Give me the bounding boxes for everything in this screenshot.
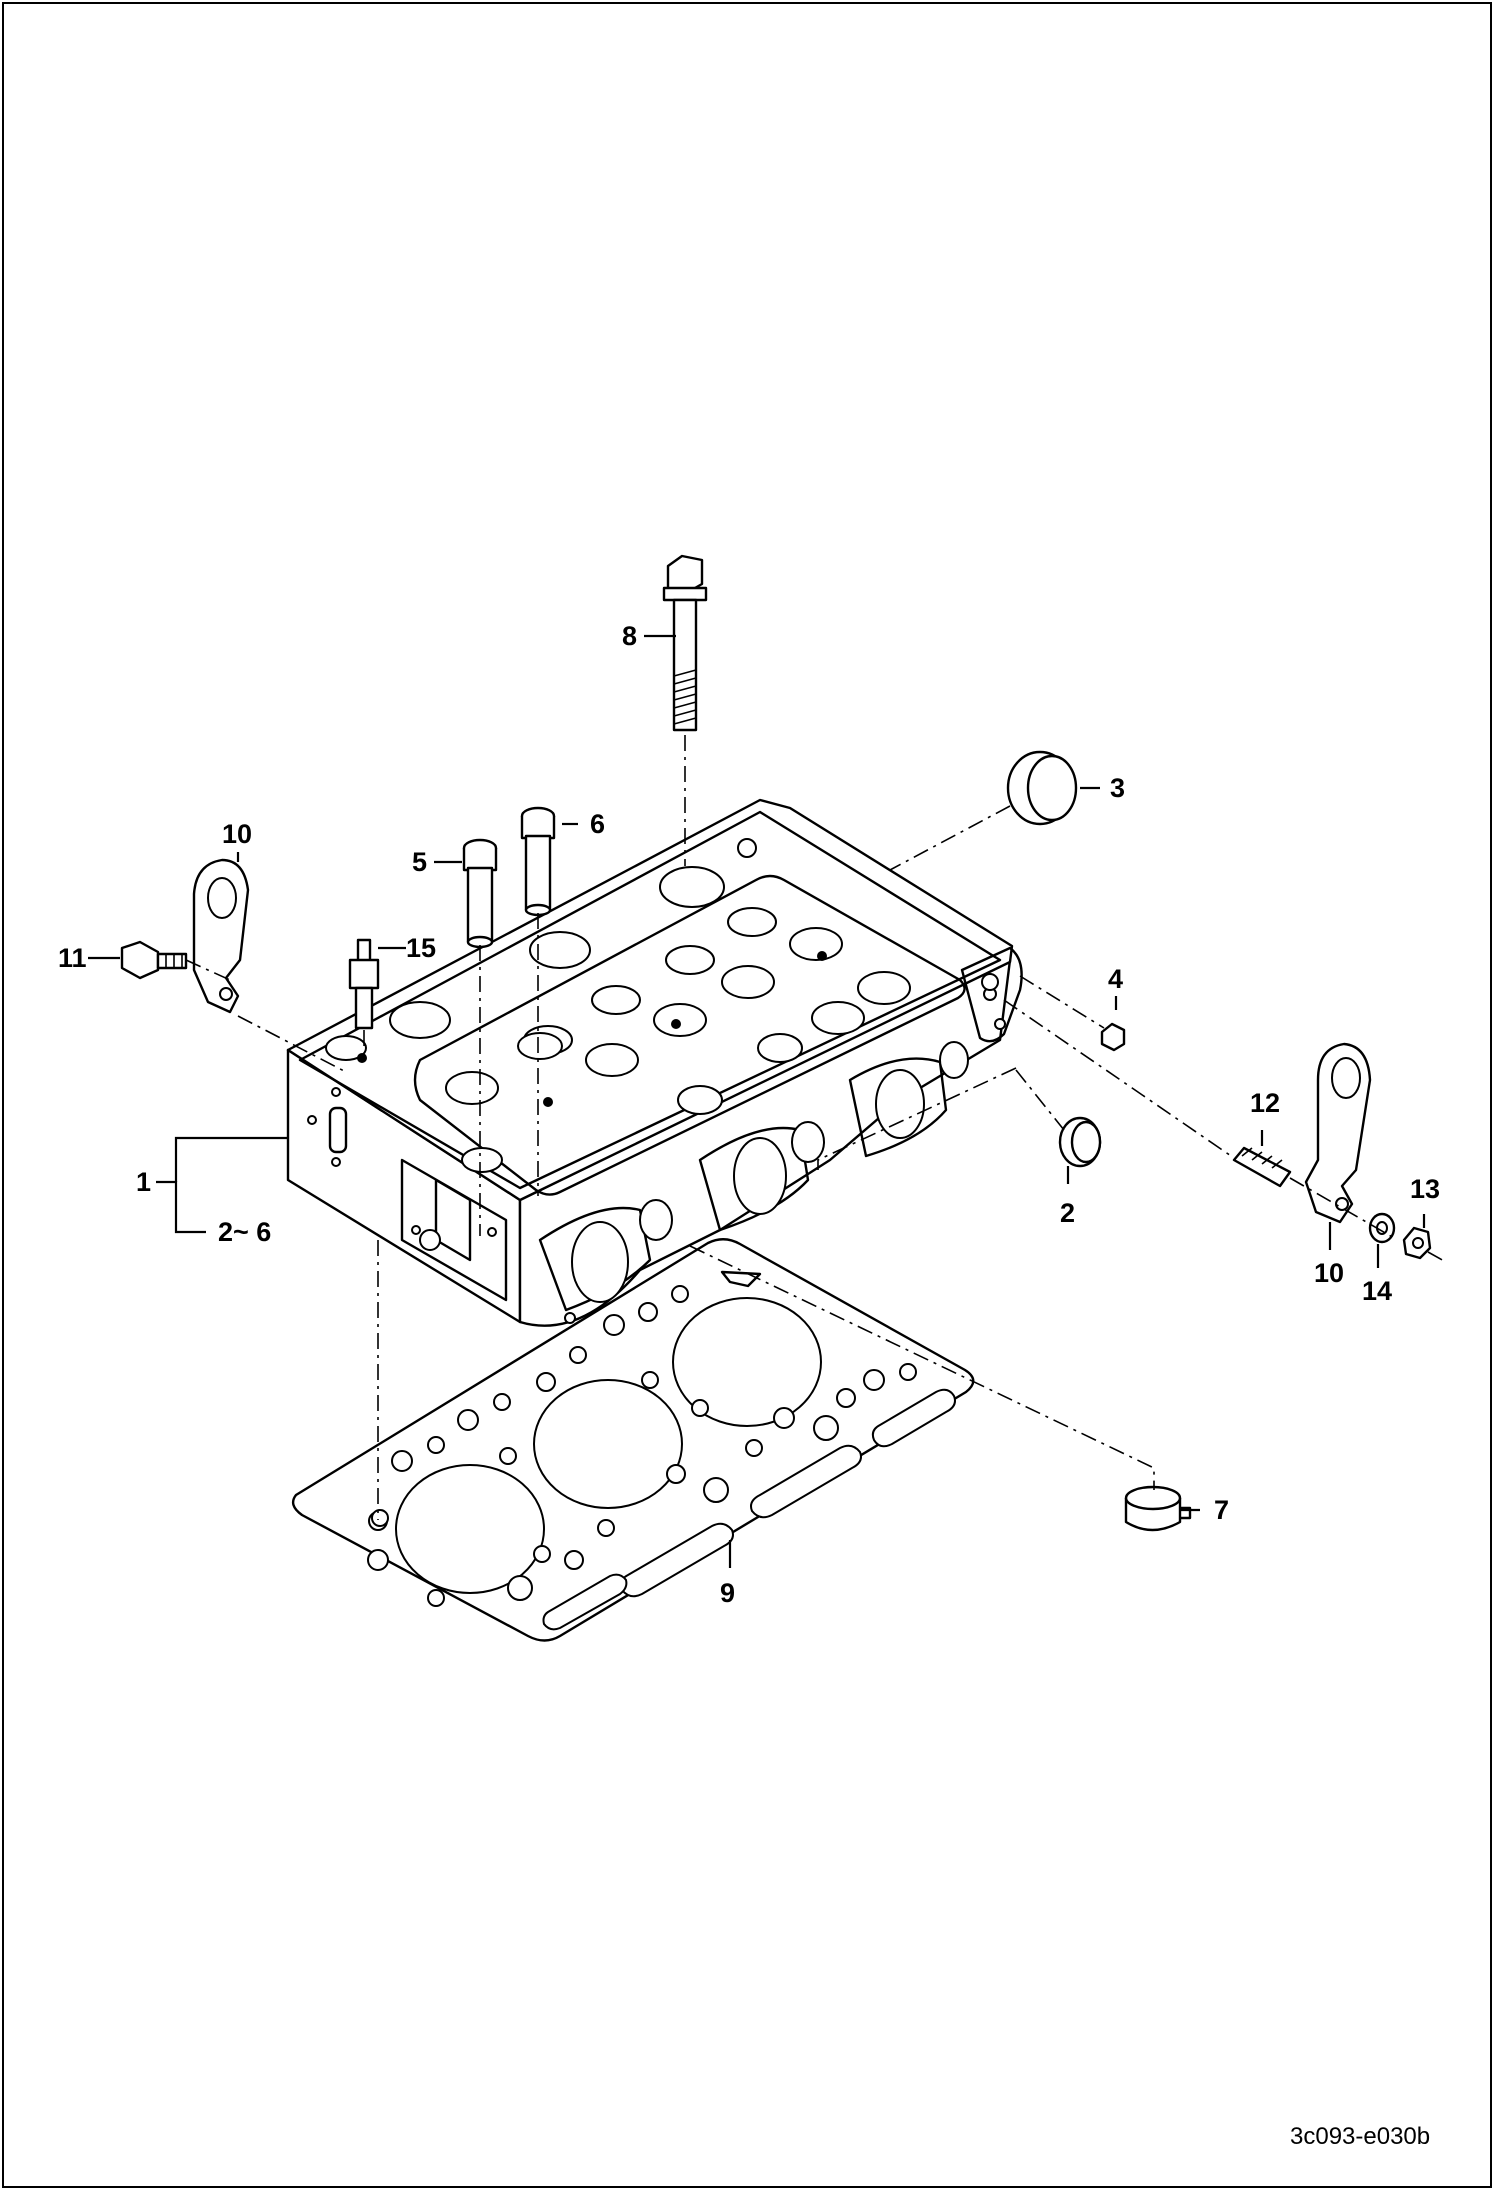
callout-2-6: 2~ 6 xyxy=(218,1217,271,1247)
callout-7: 7 xyxy=(1214,1495,1229,1525)
head-bolt xyxy=(662,554,708,732)
callout-10-left: 10 xyxy=(222,819,252,849)
callout-4: 4 xyxy=(1108,964,1123,994)
callout-6: 6 xyxy=(590,809,605,839)
head-gasket xyxy=(291,1238,975,1642)
callout-12: 12 xyxy=(1250,1088,1280,1118)
stud-bolt xyxy=(1232,1146,1292,1188)
callout-labels: 1 2~ 6 2 3 4 5 6 7 8 9 10 10 11 12 13 14… xyxy=(58,621,1440,1608)
small-plug xyxy=(1100,1022,1126,1052)
valve-guide-5 xyxy=(462,838,498,949)
lifting-bracket-right xyxy=(1304,1042,1372,1224)
callout-13: 13 xyxy=(1410,1174,1440,1204)
seal-ring xyxy=(1058,1116,1102,1168)
valve-guide-6 xyxy=(520,806,556,917)
callout-9: 9 xyxy=(720,1578,735,1608)
callout-3: 3 xyxy=(1110,773,1125,803)
leader-lines xyxy=(88,634,1426,1568)
temperature-sensor xyxy=(348,938,380,1030)
callout-15: 15 xyxy=(406,933,436,963)
cylinder-head xyxy=(286,798,1023,1327)
nut xyxy=(1402,1226,1432,1260)
callout-2: 2 xyxy=(1060,1198,1075,1228)
alignment-lines xyxy=(185,735,1447,1520)
callout-5: 5 xyxy=(412,847,427,877)
washer xyxy=(1368,1212,1396,1244)
bracket-bolt xyxy=(120,940,188,980)
figure-reference-code: 3c093-e030b xyxy=(1290,2123,1430,2150)
callout-14: 14 xyxy=(1362,1276,1392,1306)
sleeve xyxy=(1124,1485,1192,1532)
lifting-bracket-left xyxy=(192,858,250,1014)
callout-1: 1 xyxy=(136,1167,151,1197)
callout-10-right: 10 xyxy=(1314,1258,1344,1288)
callout-11: 11 xyxy=(58,943,87,973)
core-plug xyxy=(1006,750,1078,826)
callout-8: 8 xyxy=(622,621,637,651)
